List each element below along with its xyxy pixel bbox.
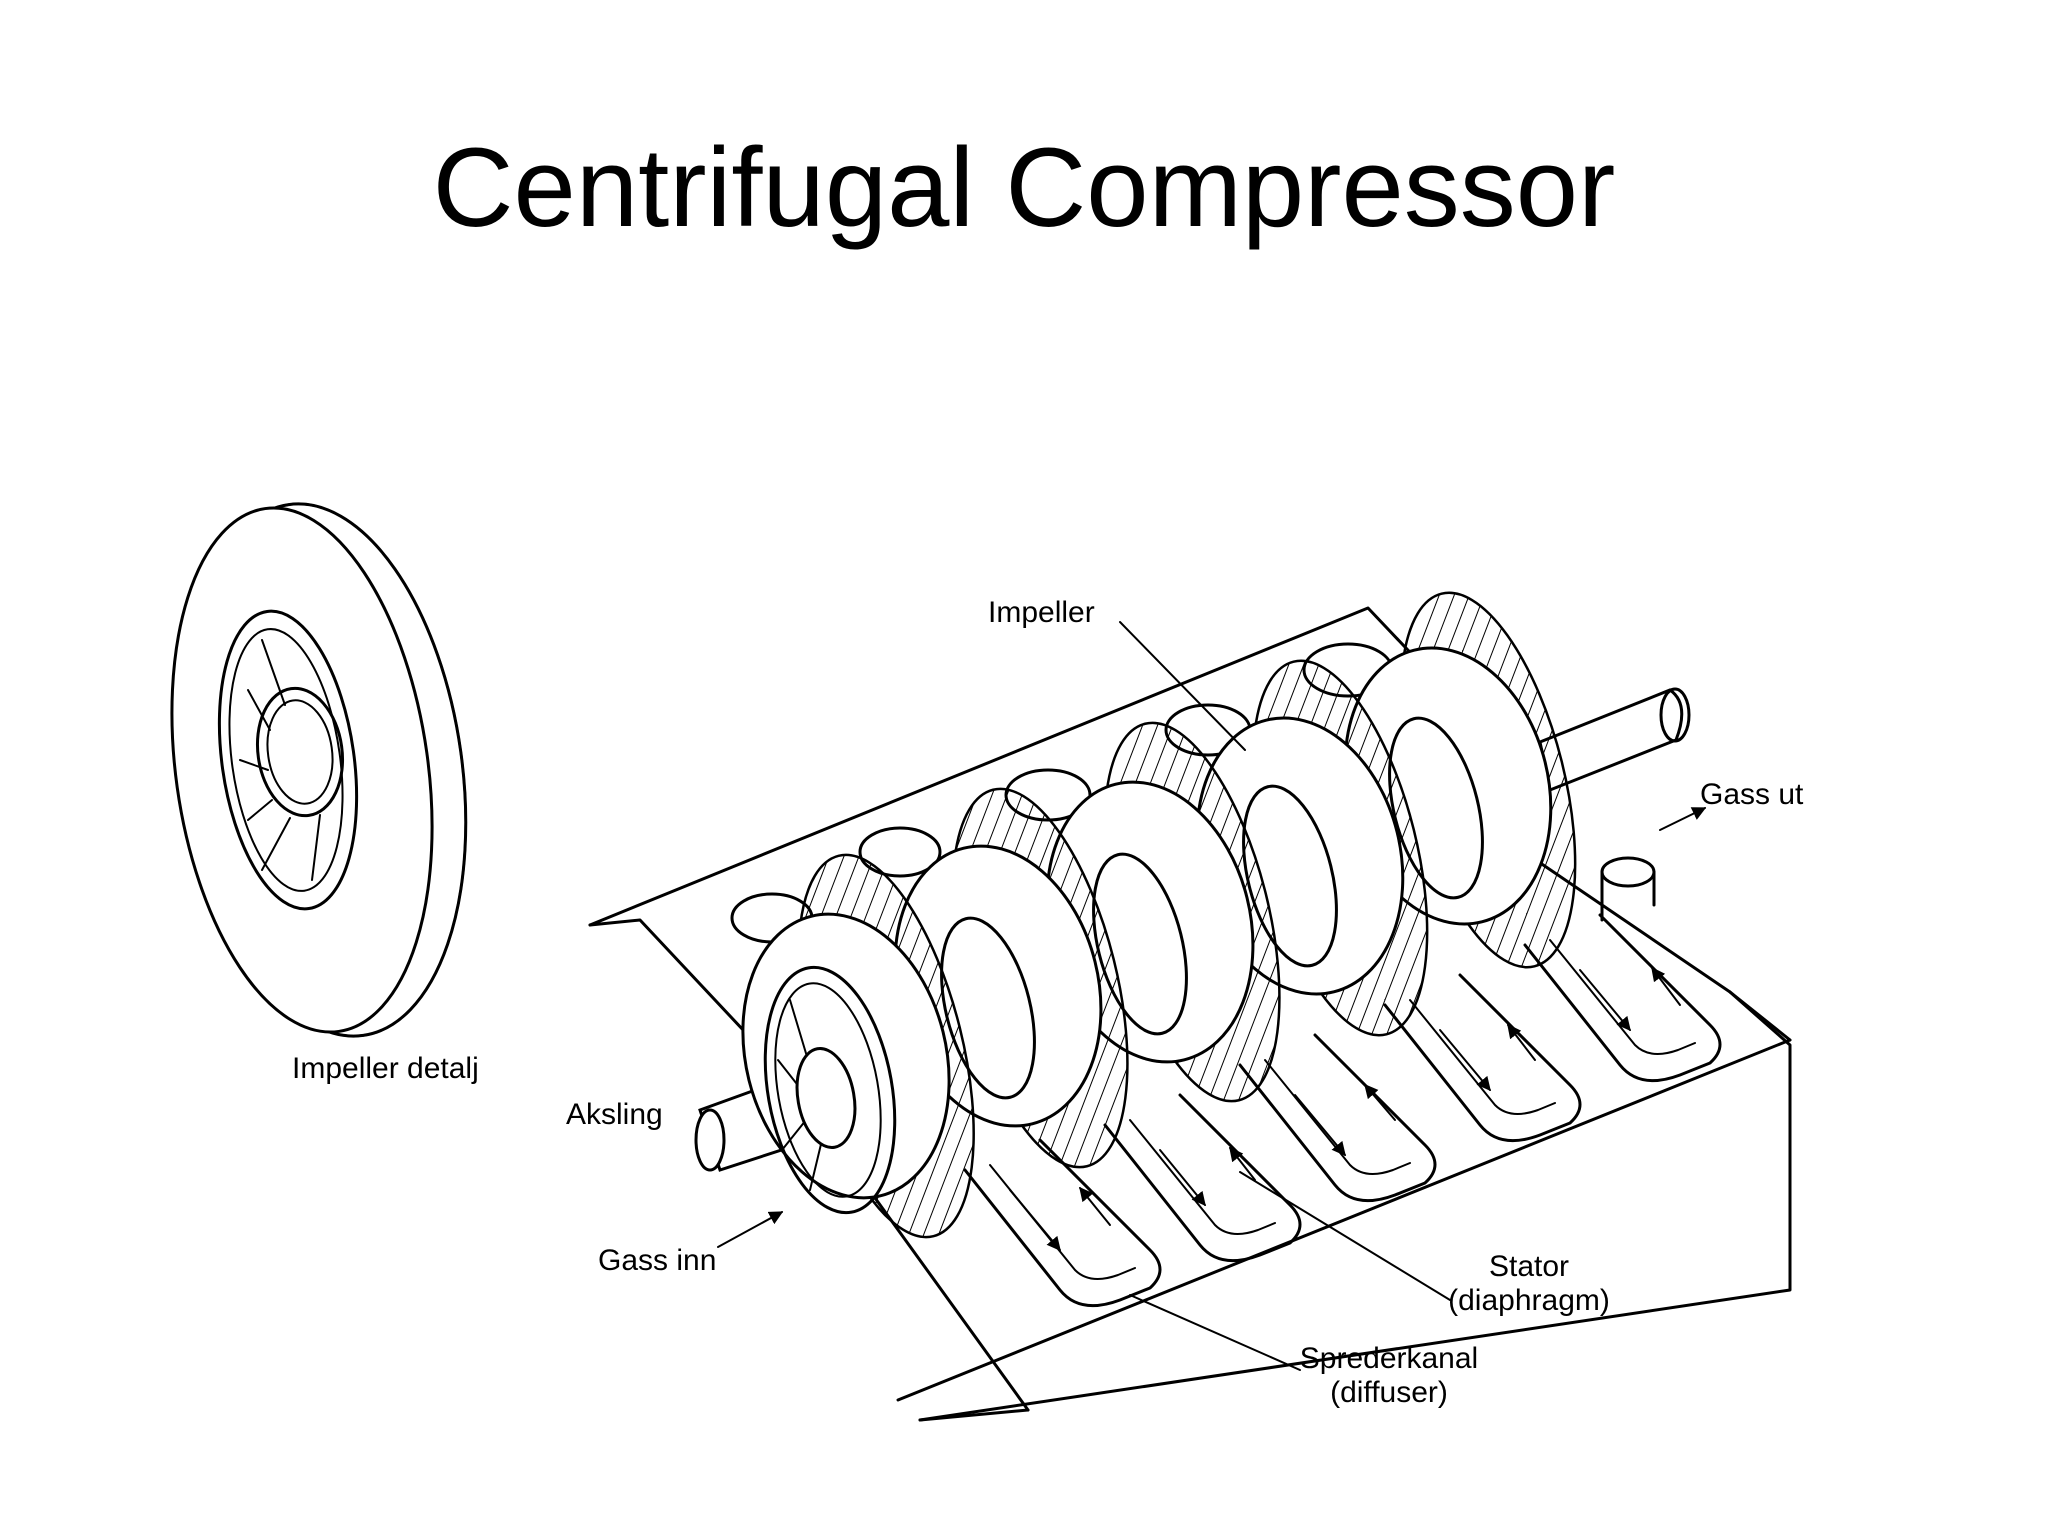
label-gas-out: Gass ut: [1700, 778, 1804, 811]
slide-title: Centrifugal Compressor: [432, 125, 1616, 250]
outlet-nozzle: [1600, 856, 1656, 922]
label-impeller-detail: Impeller detalj: [292, 1052, 479, 1085]
label-gas-in: Gass inn: [598, 1244, 717, 1277]
impeller-detail-drawing: [170, 502, 468, 1038]
leader-lines: [717, 621, 1707, 1371]
diffuser-channels: [963, 913, 1722, 1308]
label-stator-line2: (diaphragm): [1448, 1283, 1610, 1317]
label-shaft: Aksling: [566, 1098, 663, 1131]
label-diffuser-line2: (diffuser): [1330, 1375, 1448, 1409]
label-diffuser-line1: Sprederkanal: [1299, 1342, 1479, 1375]
label-diffuser: Sprederkanal (diffuser): [1284, 1342, 1494, 1409]
label-impeller: Impeller: [988, 596, 1095, 629]
label-stator: Stator (diaphragm): [1434, 1250, 1624, 1317]
impeller-stages: [741, 591, 1577, 1239]
label-stator-line1: Stator: [1488, 1250, 1570, 1283]
